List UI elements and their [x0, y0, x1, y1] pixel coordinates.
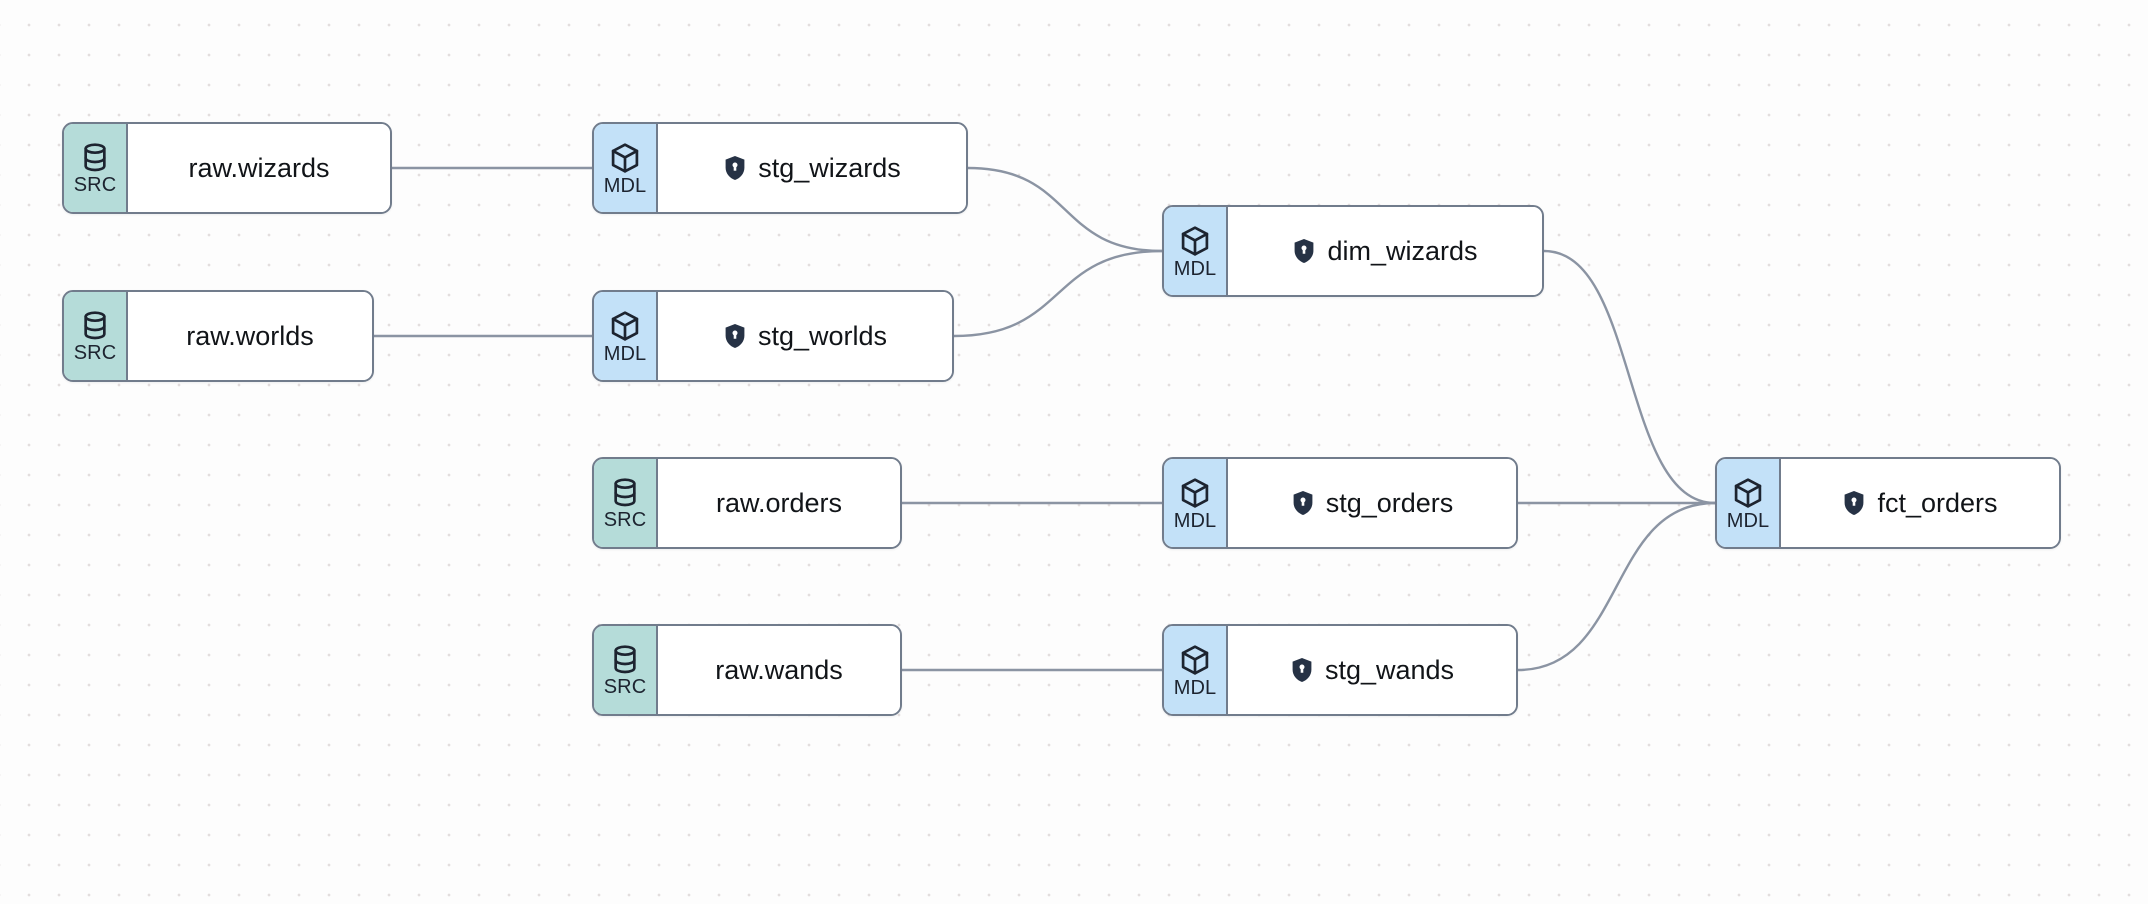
node-label: raw.wizards — [188, 152, 330, 183]
node-type-badge-mdl: MDL — [1164, 626, 1228, 714]
lineage-node-stg-orders[interactable]: MDL stg_orders — [1162, 457, 1518, 549]
node-type-badge-mdl: MDL — [1717, 459, 1781, 547]
shield-lock-icon — [1292, 658, 1312, 682]
node-type-label: SRC — [73, 341, 117, 364]
node-label: stg_wizards — [758, 152, 901, 183]
lineage-edge-stg-wands-to-fct-orders — [1516, 501, 1717, 672]
node-type-label: SRC — [603, 675, 647, 698]
node-body: raw.orders — [658, 459, 900, 547]
node-type-badge-src: SRC — [594, 626, 658, 714]
node-label: fct_orders — [1877, 487, 1998, 518]
node-label: raw.worlds — [186, 320, 314, 351]
shield-lock-icon — [1295, 239, 1314, 263]
database-icon — [84, 142, 106, 171]
node-body: stg_worlds — [658, 292, 952, 380]
shield-lock-icon — [725, 324, 745, 348]
node-label: stg_wands — [1324, 654, 1455, 685]
lineage-node-stg-wands[interactable]: MDL stg_wands — [1162, 624, 1518, 716]
node-body: raw.wands — [658, 626, 900, 714]
node-body: raw.worlds — [128, 292, 372, 380]
lineage-edge-dim-wizards-to-fct-orders — [1542, 249, 1717, 505]
lineage-node-dim-wizards[interactable]: MDL dim_wizards — [1162, 205, 1544, 297]
node-type-label: SRC — [73, 173, 117, 196]
shield-lock-icon — [1293, 491, 1313, 515]
node-label: stg_orders — [1325, 487, 1454, 518]
node-label: stg_worlds — [757, 320, 888, 351]
cube-icon — [1181, 477, 1209, 508]
node-type-label: MDL — [1173, 509, 1217, 532]
node-type-badge-src: SRC — [64, 124, 128, 212]
cube-icon — [611, 310, 639, 341]
node-type-badge-mdl: MDL — [594, 292, 658, 380]
lineage-node-raw-wands[interactable]: SRC raw.wands — [592, 624, 902, 716]
node-type-label: SRC — [603, 508, 647, 531]
node-type-badge-mdl: MDL — [1164, 459, 1228, 547]
lineage-node-stg-worlds[interactable]: MDL stg_worlds — [592, 290, 954, 382]
node-type-label: MDL — [1726, 509, 1770, 532]
database-icon — [84, 310, 106, 339]
node-type-badge-src: SRC — [64, 292, 128, 380]
lineage-node-stg-wizards[interactable]: MDL stg_wizards — [592, 122, 968, 214]
lineage-node-raw-orders[interactable]: SRC raw.orders — [592, 457, 902, 549]
database-icon — [614, 477, 636, 506]
cube-icon — [1734, 477, 1762, 508]
node-label: dim_wizards — [1327, 235, 1478, 266]
node-label: raw.orders — [715, 487, 843, 518]
lineage-node-raw-worlds[interactable]: SRC raw.worlds — [62, 290, 374, 382]
cube-icon — [1181, 225, 1209, 256]
cube-icon — [1181, 644, 1209, 675]
node-type-label: MDL — [603, 174, 647, 197]
node-type-badge-mdl: MDL — [594, 124, 658, 212]
lineage-edge-stg-wizards-to-dim-wizards — [966, 166, 1164, 253]
lineage-edge-stg-worlds-to-dim-wizards — [952, 249, 1164, 338]
node-body: fct_orders — [1781, 459, 2059, 547]
node-body: stg_wizards — [658, 124, 966, 212]
shield-lock-icon — [1845, 491, 1864, 515]
database-icon — [614, 644, 636, 673]
node-body: stg_wands — [1228, 626, 1516, 714]
node-type-label: MDL — [603, 342, 647, 365]
shield-lock-icon — [725, 156, 745, 180]
cube-icon — [611, 142, 639, 173]
node-body: stg_orders — [1228, 459, 1516, 547]
node-type-badge-mdl: MDL — [1164, 207, 1228, 295]
lineage-node-fct-orders[interactable]: MDL fct_orders — [1715, 457, 2061, 549]
node-type-label: MDL — [1173, 676, 1217, 699]
node-label: raw.wands — [715, 654, 843, 685]
node-type-label: MDL — [1173, 257, 1217, 280]
node-body: dim_wizards — [1228, 207, 1542, 295]
lineage-node-raw-wizards[interactable]: SRC raw.wizards — [62, 122, 392, 214]
node-body: raw.wizards — [128, 124, 390, 212]
node-type-badge-src: SRC — [594, 459, 658, 547]
